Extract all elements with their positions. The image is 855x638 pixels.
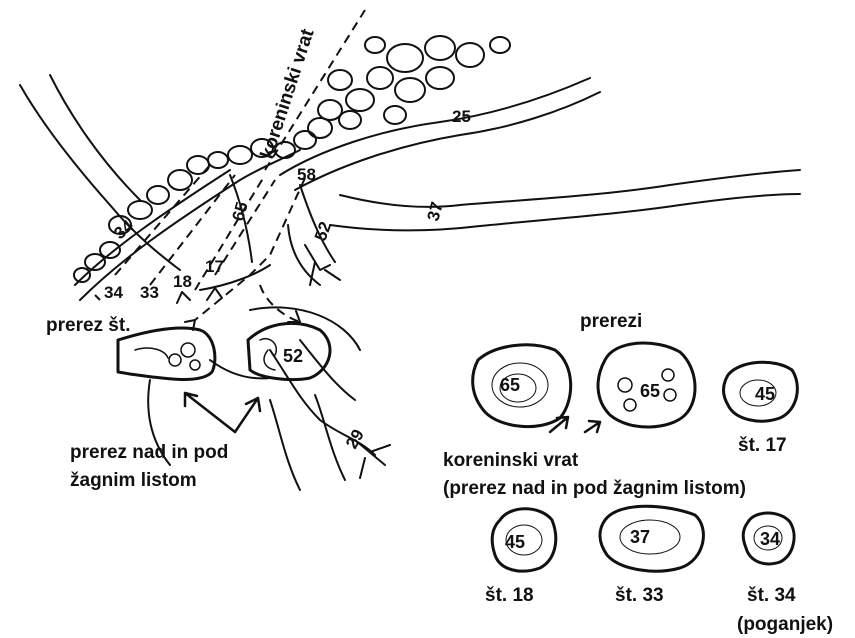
section-34: 34 xyxy=(760,529,780,549)
section-45b: 45 xyxy=(505,532,525,552)
label-34-top: 34 xyxy=(110,216,137,243)
arrows xyxy=(177,288,600,432)
root-branches xyxy=(20,75,800,490)
label-37: 37 xyxy=(424,200,447,223)
label-33: 33 xyxy=(140,283,159,302)
prerez-st-label: prerez št. xyxy=(46,315,130,336)
prerezi-title: prerezi xyxy=(580,311,642,332)
section-65b: 65 xyxy=(640,381,660,401)
caption-st33: št. 33 xyxy=(615,585,664,606)
section-labels: prerezi 65 65 45 št. 17 koreninski vrat … xyxy=(443,311,833,635)
label-65: 65 xyxy=(229,200,252,223)
section-52-label: 52 xyxy=(283,346,303,366)
label-58: 58 xyxy=(297,165,316,184)
koreninski-vrat-subcaption: (prerez nad in pod žagnim listom) xyxy=(443,478,746,499)
koreninski-vrat-rotated: koreninski vrat xyxy=(257,26,319,162)
caption-st17: št. 17 xyxy=(738,435,787,456)
prerez-nad-in-pod-line2: žagnim listom xyxy=(70,470,197,491)
label-34: 34 xyxy=(104,283,123,302)
caption-st18: št. 18 xyxy=(485,585,534,606)
koreninski-vrat-caption: koreninski vrat xyxy=(443,450,579,471)
guide-lines xyxy=(95,10,365,322)
prerez-nad-in-pod-line1: prerez nad in pod xyxy=(70,442,228,463)
caption-poganjek: (poganjek) xyxy=(737,614,833,635)
label-17: 17 xyxy=(205,257,224,276)
caption-st34: št. 34 xyxy=(747,585,796,606)
label-18: 18 xyxy=(173,272,192,291)
section-45a: 45 xyxy=(755,384,775,404)
section-65a: 65 xyxy=(500,375,520,395)
label-25: 25 xyxy=(452,107,471,126)
section-37: 37 xyxy=(630,527,650,547)
